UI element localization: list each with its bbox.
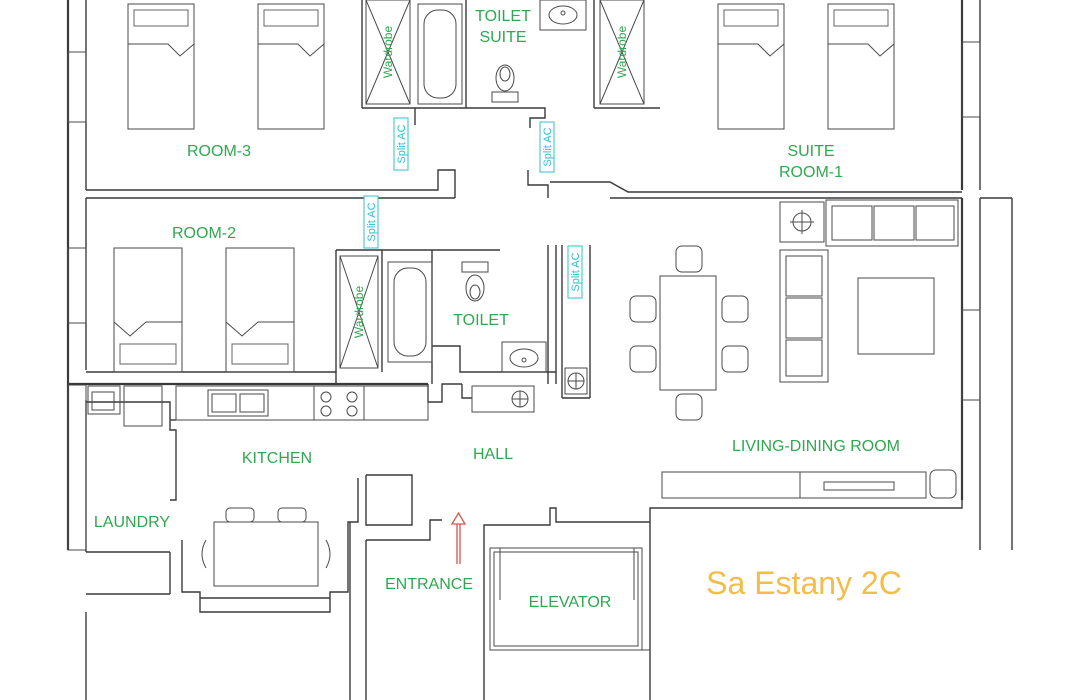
kitchen-fixtures bbox=[87, 385, 535, 427]
split-ac-label: Split AC bbox=[542, 127, 554, 166]
kitchen-label: KITCHEN bbox=[242, 450, 312, 467]
split-ac-label: Split AC bbox=[366, 202, 378, 241]
hall-label: HALL bbox=[473, 446, 513, 463]
split-ac-units: Split AC Split AC Split AC Split AC bbox=[363, 117, 583, 299]
toilet-suite-label-1: TOILET bbox=[475, 8, 531, 25]
laundry-label: LAUNDRY bbox=[94, 514, 171, 531]
wardrobe-label: Wardrobe bbox=[381, 26, 395, 79]
living-furniture bbox=[661, 199, 959, 499]
wardrobes bbox=[339, 0, 645, 369]
wardrobe-label: Wardrobe bbox=[615, 26, 629, 79]
toilet-label: TOILET bbox=[453, 312, 509, 329]
wardrobe-label: Wardrobe bbox=[352, 286, 366, 339]
entrance-label: ENTRANCE bbox=[385, 576, 473, 593]
suite-room-label-1: SUITE bbox=[787, 143, 834, 160]
dining-table bbox=[629, 245, 749, 421]
toilet-fixtures bbox=[387, 261, 588, 395]
kitchen-table bbox=[201, 507, 331, 587]
suite-room-label-2: ROOM-1 bbox=[779, 164, 843, 181]
toilet-suite-fixtures bbox=[417, 0, 587, 105]
room-3-label: ROOM-3 bbox=[187, 143, 251, 160]
room-2-label: ROOM-2 bbox=[172, 225, 236, 242]
room-3-beds bbox=[127, 3, 325, 130]
room-2-beds bbox=[113, 247, 295, 373]
toilet-suite-label-2: SUITE bbox=[479, 29, 526, 46]
split-ac-label: Split AC bbox=[570, 252, 582, 291]
suite-room-beds bbox=[717, 3, 895, 130]
split-ac-label: Split AC bbox=[396, 124, 408, 163]
entrance-arrow-icon bbox=[450, 511, 467, 564]
plan-title: Sa Estany 2C bbox=[706, 565, 902, 601]
elevator-label: ELEVATOR bbox=[529, 594, 612, 611]
living-dining-label: LIVING-DINING ROOM bbox=[732, 438, 900, 455]
